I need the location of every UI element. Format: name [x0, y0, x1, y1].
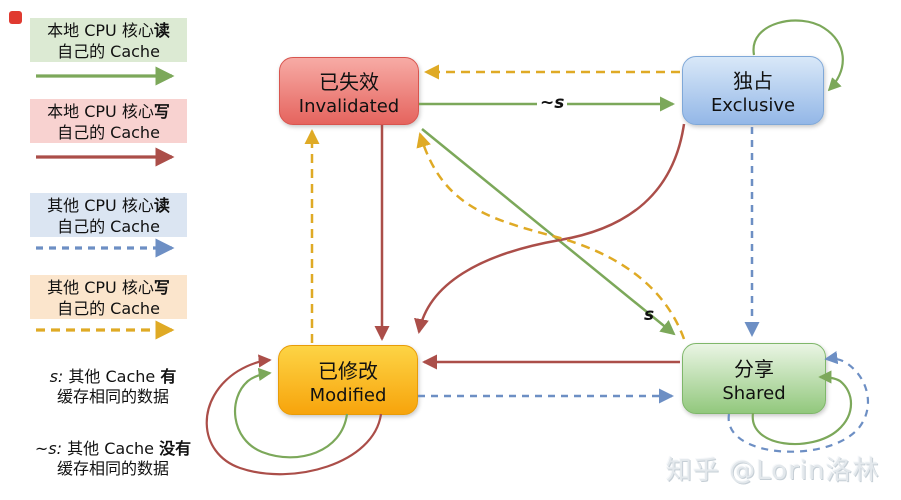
- legend-local-write-text: 本地 CPU 核心: [47, 102, 154, 121]
- state-exclusive: 独占 Exclusive: [682, 56, 824, 125]
- note-not-s: ~s: 其他 Cache 没有 缓存相同的数据: [34, 439, 192, 478]
- watermark: 知乎 @Lorin洛林: [666, 456, 880, 486]
- state-modified-en: Modified: [309, 384, 387, 406]
- state-invalidated-zh: 已失效: [319, 69, 379, 94]
- state-invalidated-en: Invalidated: [298, 95, 400, 117]
- legend-local-read: 本地 CPU 核心读 自己的 Cache: [30, 18, 187, 62]
- edge-exclusive-to-modified: [414, 123, 686, 334]
- label-not-shared: ~s: [537, 94, 568, 112]
- state-exclusive-zh: 独占: [733, 69, 773, 93]
- legend-local-read-text: 本地 CPU 核心: [47, 21, 154, 40]
- note-s: s: 其他 Cache 有 缓存相同的数据: [49, 367, 177, 406]
- edge-invalidated-to-shared: [421, 128, 676, 336]
- state-shared-en: Shared: [722, 383, 786, 404]
- state-invalidated: 已失效 Invalidated: [279, 57, 419, 125]
- state-shared: 分享 Shared: [682, 343, 826, 414]
- legend-local-write: 本地 CPU 核心写 自己的 Cache: [30, 99, 187, 143]
- legend-other-read: 其他 CPU 核心读 自己的 Cache: [30, 193, 187, 237]
- state-modified: 已修改 Modified: [278, 345, 418, 415]
- state-modified-zh: 已修改: [318, 358, 378, 383]
- red-corner-icon: [9, 11, 22, 24]
- label-shared: s: [644, 305, 655, 325]
- state-exclusive-en: Exclusive: [710, 95, 796, 116]
- legend-other-read-text: 其他 CPU 核心: [47, 196, 154, 215]
- legend-other-write-text: 其他 CPU 核心: [47, 278, 154, 297]
- state-shared-zh: 分享: [734, 357, 774, 381]
- legend-other-write: 其他 CPU 核心写 自己的 Cache: [30, 275, 187, 319]
